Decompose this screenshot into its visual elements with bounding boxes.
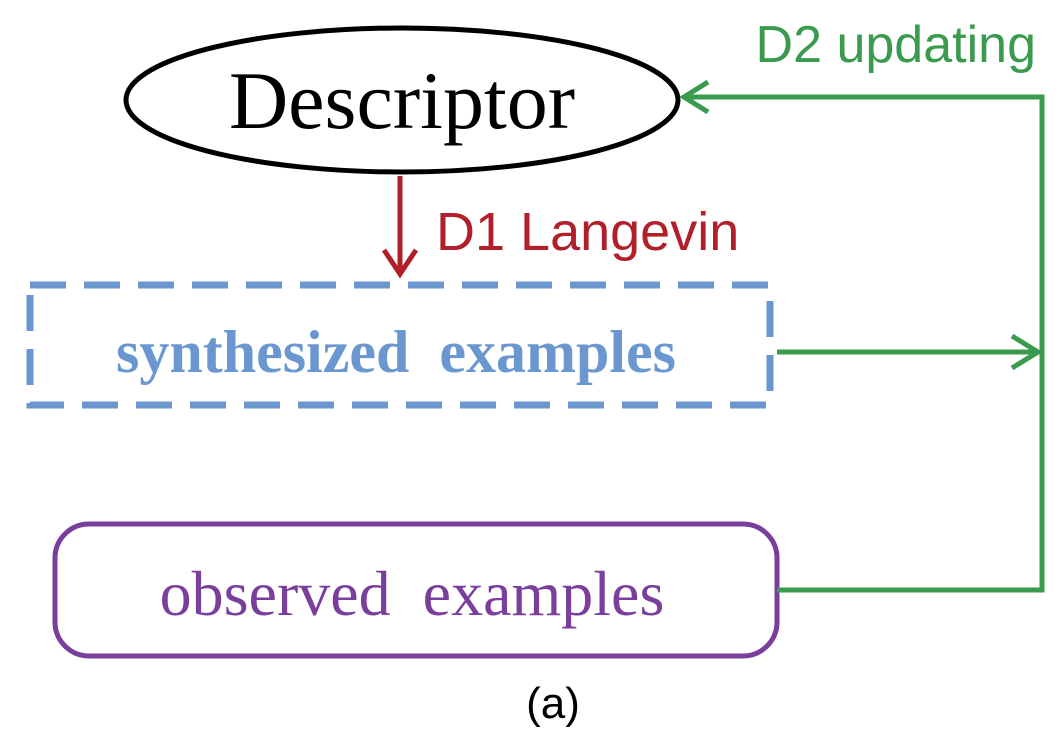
langevin-edge: D1 Langevin [381,176,739,279]
updating-arrow-head-rail [1010,333,1043,371]
langevin-label: D1 Langevin [436,202,739,262]
updating-edge: D2 updating [679,16,1045,593]
descriptor-ellipse [123,25,681,175]
updating-arrow-head-descriptor [679,79,710,115]
updating-loop-path [684,94,1045,593]
figure-caption: (a) [526,679,580,728]
observed-node: observed examples [52,521,780,659]
synthesized-node: synthesized examples [26,281,774,409]
descriptor-label: Descriptor [229,55,575,146]
descriptor-node: Descriptor [123,25,681,175]
updating-label: D2 updating [756,16,1036,74]
langevin-arrow-head [381,248,419,279]
synthesized-label: synthesized examples [116,319,676,385]
observed-label: observed examples [160,558,665,629]
